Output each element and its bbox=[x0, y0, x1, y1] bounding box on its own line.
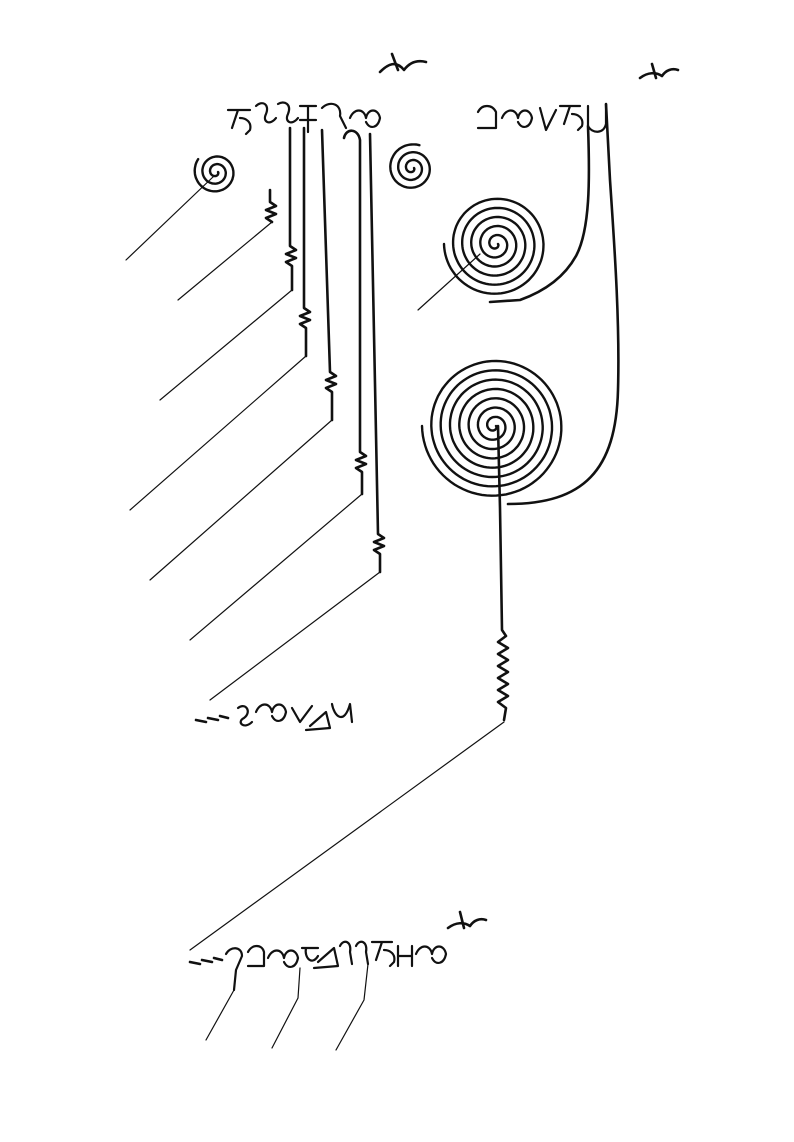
script-glyphs-top-left bbox=[226, 101, 382, 136]
descender-strokes bbox=[129, 102, 620, 701]
bird-icon bbox=[378, 52, 428, 74]
spiral-icon bbox=[389, 143, 432, 189]
script-glyphs-middle bbox=[194, 702, 354, 732]
bird-icon bbox=[446, 910, 488, 930]
spiral-group bbox=[193, 143, 563, 497]
spiral-icon bbox=[420, 359, 563, 497]
spiral-tails bbox=[125, 175, 481, 311]
bird-icon bbox=[638, 62, 680, 80]
spiral-icon bbox=[442, 197, 545, 295]
long-descender bbox=[189, 424, 510, 951]
spiral-icon bbox=[193, 155, 235, 193]
script-glyphs-bottom bbox=[188, 940, 448, 1051]
